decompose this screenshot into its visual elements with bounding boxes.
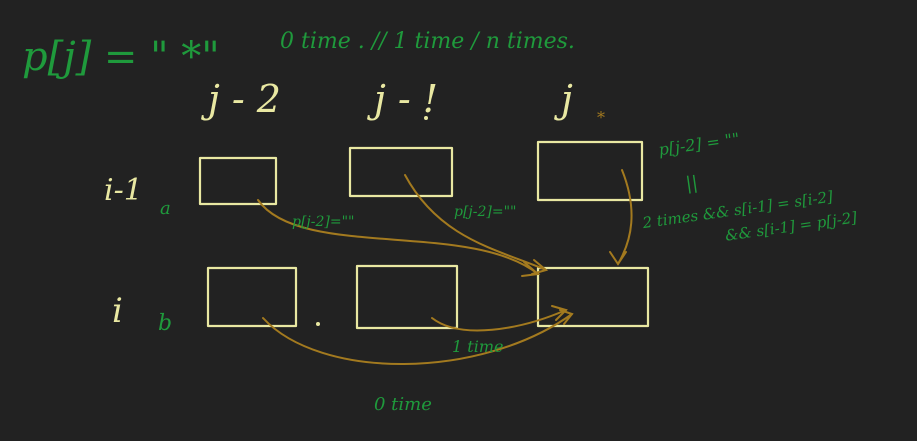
formula-title: p[j] = " *" <box>22 34 220 80</box>
col-label-j: j <box>554 77 573 121</box>
cell-box-i-minus-1-j-minus-2 <box>198 156 278 206</box>
col-label-j-minus-2: j - 2 <box>201 77 281 121</box>
cell-box-i-j-minus-2 <box>206 266 298 328</box>
cell-box-i-j-minus-1 <box>355 264 459 330</box>
cell-box-i-minus-1-j-minus-1 <box>348 146 454 198</box>
arrowhead <box>551 305 568 321</box>
note-condition: p[j-2] = "" <box>657 129 740 159</box>
arrow-from-i-j-minus-1 <box>431 309 567 332</box>
arrow-from-i-minus-1-j-minus-2 <box>257 199 539 275</box>
arrowhead <box>609 251 627 266</box>
cases-title: 0 time . // 1 time / n times. <box>280 29 575 54</box>
arrowhead <box>559 309 574 325</box>
arrow-label-pj2-first: p[j-2]="" <box>292 214 354 230</box>
arrow-from-i-j-minus-2 <box>262 313 573 365</box>
cell-box-i-j <box>536 266 650 328</box>
arrow-label-zero-time: 0 time <box>374 394 432 415</box>
arrow-label-one-time: 1 time <box>452 337 503 356</box>
arrowhead <box>521 261 541 277</box>
arrow-from-i-minus-1-j-minus-1 <box>404 174 547 271</box>
note-or: || <box>684 172 699 194</box>
cell-box-i-minus-1-j <box>536 140 644 202</box>
row-char-a: a <box>160 198 171 219</box>
star-mark: * <box>597 108 605 127</box>
arrowhead <box>531 259 549 275</box>
row-label-i-minus-1: i-1 <box>104 173 143 208</box>
row-char-b: b <box>158 311 172 336</box>
arrow-label-pj2-second: p[j-2]="" <box>454 204 516 220</box>
arrow-from-i-minus-1-j <box>617 169 633 265</box>
dot-mark <box>316 322 320 326</box>
col-label-j-minus-1: j - ! <box>367 77 438 121</box>
row-label-i: i <box>112 291 123 331</box>
dot-mark <box>424 116 428 120</box>
